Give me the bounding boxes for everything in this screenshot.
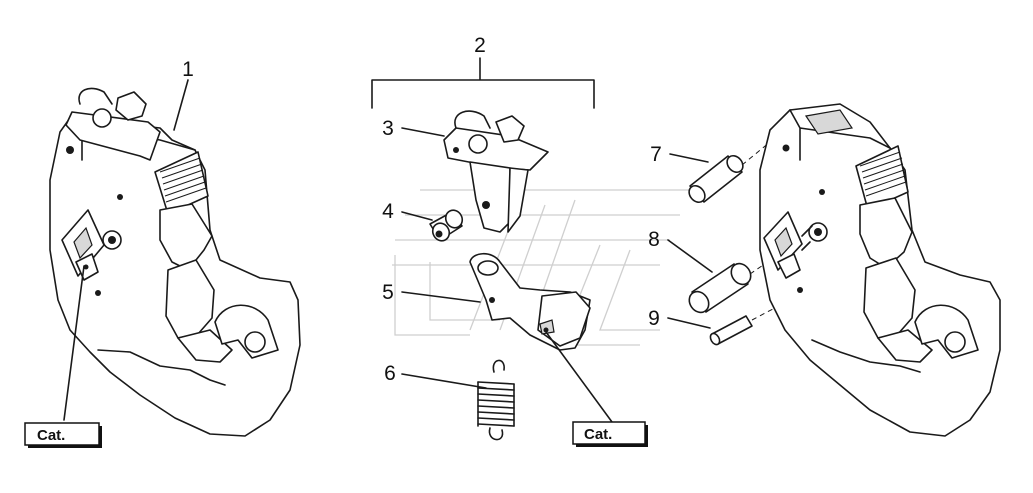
roll-pin-part — [709, 299, 791, 346]
callout-8: 8 — [648, 228, 660, 251]
callout-7: 7 — [650, 143, 662, 166]
bush-part — [429, 209, 464, 242]
category-label-center-text: Cat. — [584, 426, 612, 443]
spring-part — [477, 359, 515, 441]
category-label-left: Cat. — [24, 422, 102, 448]
hook-assembly-left — [49, 87, 301, 437]
pin-upper-part — [688, 141, 771, 204]
callout-2: 2 — [474, 34, 486, 57]
callout-4: 4 — [382, 200, 394, 223]
top-bracket-part — [443, 110, 549, 233]
leader-lines — [63, 57, 713, 423]
callout-6: 6 — [384, 362, 396, 385]
bush-right-part — [688, 239, 801, 314]
latch-lever-part — [469, 252, 591, 351]
callout-9: 9 — [648, 307, 660, 330]
category-label-center: Cat. — [572, 421, 648, 447]
callout-1: 1 — [182, 58, 194, 81]
category-label-left-text: Cat. — [37, 427, 65, 444]
hook-housing-right — [759, 103, 1001, 437]
callout-3: 3 — [382, 117, 394, 140]
callout-5: 5 — [382, 281, 394, 304]
